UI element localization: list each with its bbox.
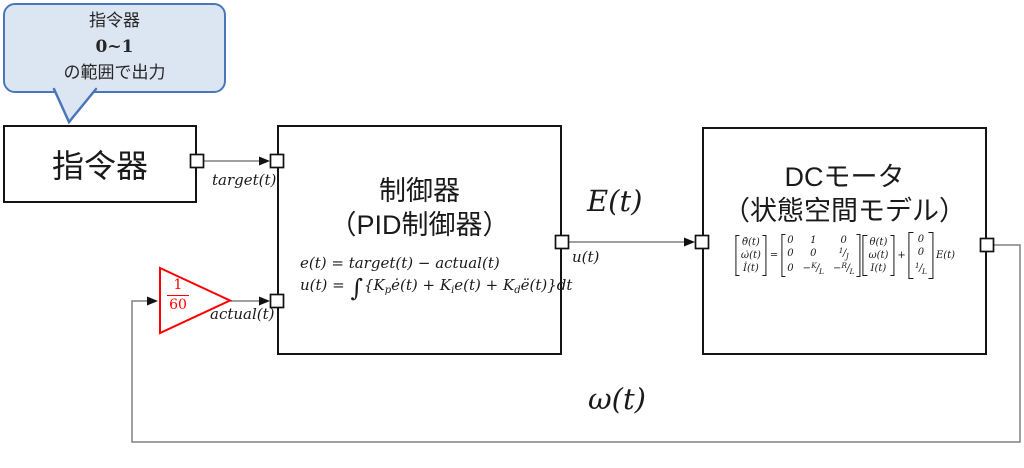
state-derivative-vector: θ̇(t) ω̇(t) İ(t): [734, 235, 767, 276]
vector-cell: ω(t): [868, 250, 889, 261]
matrix-cell: 1/J: [838, 246, 849, 261]
commander-label: 指令器: [51, 148, 148, 184]
motor-block: DCモータ （状態空間モデル） θ̇(t) ω̇(t) İ(t) = 0 1 0…: [702, 127, 987, 355]
matrix-cell: 0: [787, 248, 794, 259]
system-matrix: 0 1 0 0 0 1/J 0 −K/L −R/L: [781, 234, 861, 277]
arrowhead-target: [259, 156, 270, 166]
gain-numerator: 1: [173, 277, 183, 293]
input-matrix: 0 0 1/L: [908, 232, 934, 279]
matrix-cell: 0: [787, 263, 794, 274]
vector-cell: θ(t): [869, 237, 888, 248]
label-u-signal: u(t): [572, 248, 600, 266]
pid-error-equation: e(t) = target(t) − actual(t): [300, 254, 500, 272]
vector-cell: 0: [917, 247, 925, 258]
vector-cell: 0: [917, 234, 925, 245]
gain-denominator: 60: [167, 295, 189, 313]
controller-block: 制御器 （PID制御器） e(t) = target(t) − actual(t…: [277, 125, 572, 355]
matrix-cell: −K/L: [802, 261, 825, 276]
arrowhead-control-signal: [684, 237, 695, 247]
matrix-cell: −R/L: [833, 261, 855, 276]
callout-bubble: 指令器 0~1 の範囲で出力: [3, 3, 226, 93]
controller-equations: e(t) = target(t) − actual(t) u(t) = ∫{Kp…: [300, 254, 573, 300]
input-signal-label: E(t): [935, 250, 956, 261]
matrix-cell: 0: [787, 235, 794, 246]
label-target-signal: target(t): [212, 171, 277, 189]
controller-title: 制御器 （PID制御器）: [279, 127, 560, 242]
arrowhead-feedback: [147, 296, 158, 306]
eq-segment: {K: [364, 276, 385, 294]
callout-tail: [52, 87, 98, 125]
plus-sign: +: [897, 250, 906, 261]
label-voltage-signal: E(t): [587, 184, 643, 218]
pid-control-equation: u(t) = ∫{Kpė(t) + Kie(t) + Kdë(t)}dt: [300, 276, 573, 300]
vector-cell: I(t): [870, 263, 887, 274]
eq-segment: e(t) + K: [454, 276, 515, 294]
eq-segment: u(t) =: [300, 276, 350, 294]
integral-sign: ∫: [350, 274, 364, 302]
matrix-cell: 0: [840, 235, 847, 246]
controller-title-line2: （PID制御器）: [329, 210, 510, 240]
eq-segment: ë(t)}dt: [520, 276, 573, 294]
state-vector: θ(t) ω(t) I(t): [862, 235, 895, 276]
commander-block: 指令器: [3, 125, 197, 203]
matrix-cell: 0: [810, 248, 817, 259]
matrix-cell: 1: [810, 235, 817, 246]
vector-cell: ω̇(t): [740, 250, 761, 261]
vector-cell: İ(t): [743, 263, 759, 274]
vector-cell: θ̇(t): [741, 237, 760, 248]
controller-title-line1: 制御器: [379, 176, 460, 206]
callout-line-1: 指令器: [89, 11, 140, 30]
callout-line-2: 0~1: [95, 37, 134, 57]
label-omega-signal: ω(t): [588, 382, 646, 416]
gain-fraction: 1 60: [162, 276, 194, 315]
motor-title-line2: （状態空間モデル）: [723, 196, 966, 226]
motor-title-line1: DCモータ: [784, 162, 905, 192]
state-space-equation: θ̇(t) ω̇(t) İ(t) = 0 1 0 0 0 1/J 0 −K/L …: [734, 232, 955, 279]
vector-cell: 1/L: [914, 261, 927, 276]
motor-title: DCモータ （状態空間モデル）: [704, 129, 985, 228]
label-actual-signal: actual(t): [210, 305, 275, 323]
callout-line-3: の範囲で出力: [63, 63, 166, 82]
equals-sign: =: [769, 250, 779, 261]
eq-segment: ė(t) + K: [391, 276, 452, 294]
